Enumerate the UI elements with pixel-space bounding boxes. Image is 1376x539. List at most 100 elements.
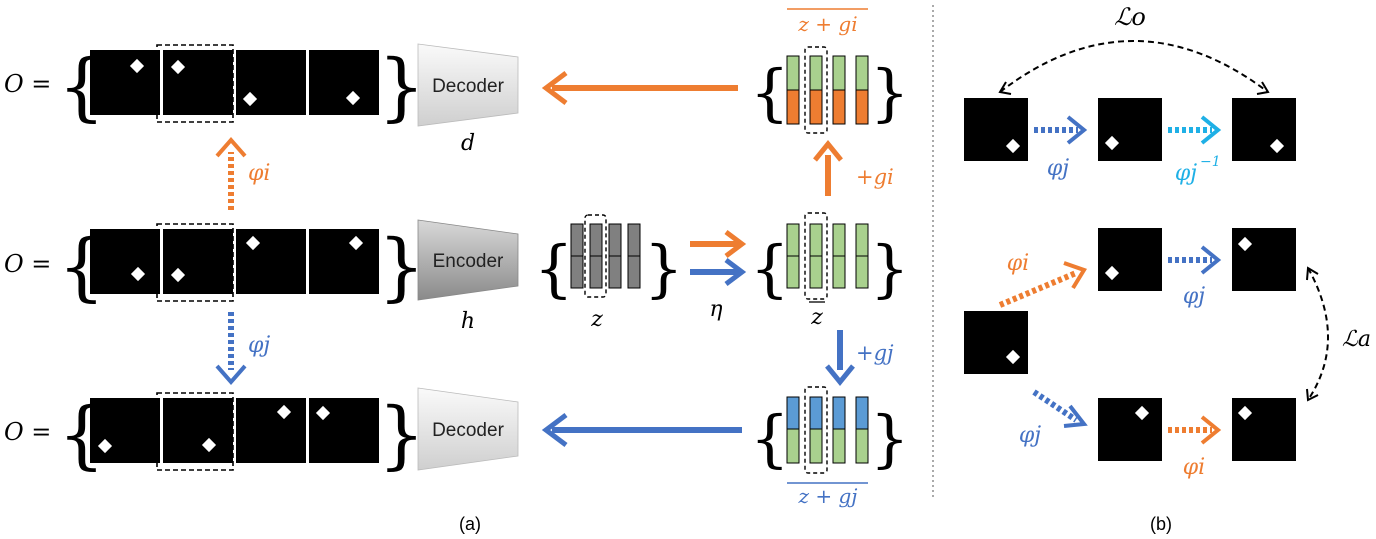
inverse-superscript: −1 xyxy=(1200,154,1221,170)
frame-b-low-2 xyxy=(1232,398,1296,461)
low-phi-j-arrow xyxy=(1032,389,1088,428)
latent-bottom-right-brace: } xyxy=(870,402,909,475)
decoder-top-label: Decoder xyxy=(432,76,504,97)
frame-b-top-3 xyxy=(1232,98,1296,161)
orange-to-decoder-arrow xyxy=(541,71,738,105)
frame-b-mid-1 xyxy=(1098,228,1162,291)
latent-zbar-right-brace: } xyxy=(870,232,909,305)
decoder-top xyxy=(417,43,519,127)
plus-gj-label: +gj xyxy=(856,341,894,365)
panel-b: ℒo φj φj −1 xyxy=(964,3,1371,534)
plus-gj-arrow xyxy=(825,330,855,386)
loss-o-arrowhead-right xyxy=(1256,81,1270,95)
top-phi-j-label: φj xyxy=(1047,156,1069,181)
top-phi-j-inverse-arrow xyxy=(1168,115,1222,145)
panel-a-caption: (a) xyxy=(459,514,481,534)
sprite xyxy=(170,267,186,283)
frame-2 xyxy=(163,50,233,115)
encoder-label: Encoder xyxy=(433,251,504,272)
sprite xyxy=(201,437,217,453)
row-middle-equation: O = xyxy=(4,250,51,278)
top-phi-j-inverse-label: φj xyxy=(1175,161,1197,186)
loss-a-label: ℒa xyxy=(1342,327,1371,352)
row-top-equation: O = xyxy=(4,70,51,98)
frame-b-top-1 xyxy=(964,98,1028,161)
sprite xyxy=(130,266,146,282)
frame-3 xyxy=(236,50,306,115)
panel-a: O = { } Decoder d O = { xyxy=(4,8,909,534)
frame-1 xyxy=(90,398,160,463)
frame-4 xyxy=(309,229,379,294)
sprite xyxy=(97,438,113,454)
frame-2 xyxy=(163,398,233,463)
phi-i-up-arrow xyxy=(215,136,247,210)
loss-a-arrowhead-bottom xyxy=(1306,388,1319,402)
frame-b-low-1 xyxy=(1098,398,1162,461)
top-phi-j-arrow xyxy=(1034,115,1088,145)
sprite xyxy=(245,235,261,251)
latent-z-right-brace: } xyxy=(644,232,683,305)
phi-j-label: φj xyxy=(248,333,270,358)
eta-label: η xyxy=(709,297,722,322)
sprite xyxy=(1005,138,1021,154)
sprite xyxy=(1237,236,1253,252)
sprite xyxy=(1134,405,1150,421)
decoder-bottom-label: Decoder xyxy=(432,420,504,441)
latent-top-left-brace: { xyxy=(750,56,789,129)
mid-phi-j-label: φj xyxy=(1183,284,1205,309)
right-brace-top: } xyxy=(378,44,425,130)
mid-phi-j-arrow xyxy=(1168,245,1222,275)
low-phi-j-label: φj xyxy=(1019,423,1041,448)
right-brace-bottom: } xyxy=(378,392,425,478)
mid-phi-i-label: φi xyxy=(1007,251,1029,276)
loss-o-arrowhead-left xyxy=(998,81,1012,95)
frame-3 xyxy=(236,229,306,294)
sprite xyxy=(1104,265,1120,281)
frame-b-top-2 xyxy=(1098,98,1162,161)
frame-4 xyxy=(309,50,379,115)
top-latent-label: z + gi xyxy=(797,12,857,36)
row-top: O = { } Decoder d xyxy=(4,43,519,156)
row-middle: O = { } Encoder h xyxy=(4,219,519,334)
latent-top-right-brace: } xyxy=(870,56,909,129)
loss-a-arrowhead-top xyxy=(1306,266,1319,281)
latent-z-left-brace: { xyxy=(534,232,573,305)
latent-z-plus-gj: { } xyxy=(750,386,909,475)
selected-frame-box xyxy=(156,44,234,123)
selected-frame-box xyxy=(156,392,234,471)
sprite xyxy=(1104,135,1120,151)
low-phi-i-label: φi xyxy=(1183,455,1205,480)
panel-b-caption: (b) xyxy=(1150,514,1172,534)
sprite xyxy=(1269,138,1285,154)
latent-zbar: { } xyxy=(750,212,909,305)
eta-blue-arrow xyxy=(690,258,747,286)
frame-b-source xyxy=(964,311,1028,374)
row-bottom: O = { } Decoder xyxy=(4,387,519,478)
phi-j-down-arrow xyxy=(215,312,247,386)
row-bottom-equation: O = xyxy=(4,418,51,446)
decoder-bottom xyxy=(417,387,519,471)
encoder-function-h: h xyxy=(461,309,475,334)
sprite xyxy=(315,405,331,421)
blue-to-decoder-arrow xyxy=(541,413,742,447)
latent-z: { } xyxy=(534,214,683,305)
sprite xyxy=(1237,405,1253,421)
mid-phi-i-arrow xyxy=(998,261,1087,308)
encoder xyxy=(417,219,519,301)
plus-gi-label: +gi xyxy=(856,165,894,189)
decoder-function-d: d xyxy=(461,131,475,156)
frame-1 xyxy=(90,229,160,294)
plus-gi-arrow xyxy=(813,140,843,196)
latent-z-plus-gi: { } xyxy=(750,46,909,134)
right-brace-middle: } xyxy=(378,224,425,310)
selected-frame-box xyxy=(156,223,234,302)
sprite xyxy=(1005,349,1021,365)
phi-i-label: φi xyxy=(248,161,270,186)
sprite xyxy=(276,404,292,420)
loss-a-arc xyxy=(1307,267,1329,401)
frame-2 xyxy=(163,229,233,294)
bottom-latent-label: z + gj xyxy=(797,484,857,508)
latent-zbar-label: z xyxy=(810,305,823,330)
loss-o-label: ℒo xyxy=(1114,3,1146,31)
